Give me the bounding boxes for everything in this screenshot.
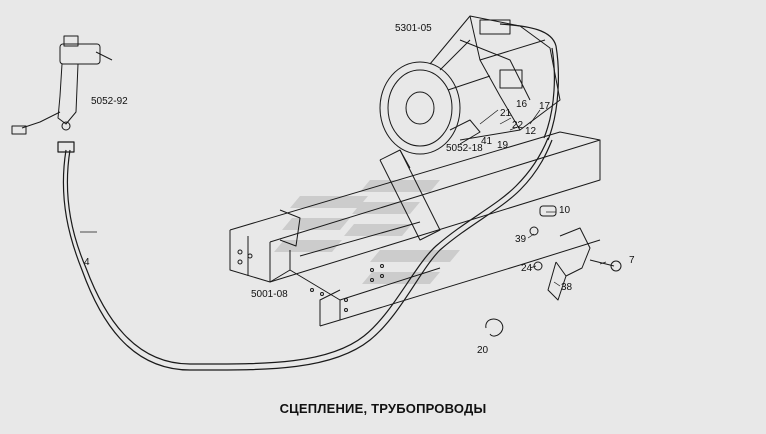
part-number-22: 22 xyxy=(512,120,524,131)
master-cylinder xyxy=(11,35,113,135)
part-number-7: 7 xyxy=(629,255,635,266)
part-number-38: 38 xyxy=(561,282,573,293)
part-number-10: 10 xyxy=(559,205,571,216)
part-number-20: 20 xyxy=(477,345,489,356)
part-number-4: 4 xyxy=(84,257,90,268)
slave-cylinder-code: 5052-18 xyxy=(446,143,483,154)
part-number-24: 24 xyxy=(521,263,533,274)
pedal-bracket xyxy=(529,205,622,301)
part-number-21: 21 xyxy=(500,108,512,119)
vehicle-frame xyxy=(229,131,601,327)
gearbox xyxy=(379,15,561,155)
gearbox-code: 5301-05 xyxy=(395,23,432,34)
part-number-12: 12 xyxy=(525,126,537,137)
leader-lines xyxy=(80,109,607,287)
diagram-caption: СЦЕПЛЕНИЕ, ТРУБОПРОВОДЫ xyxy=(279,401,487,416)
part-number-16: 16 xyxy=(516,99,528,110)
part-number-19: 19 xyxy=(497,140,509,151)
clutch-hose xyxy=(57,23,559,371)
master-cylinder-code: 5052-92 xyxy=(91,96,128,107)
frame-code: 5001-08 xyxy=(251,289,288,300)
part-number-17: 17 xyxy=(539,101,551,112)
part-number-41: 41 xyxy=(481,136,493,147)
hose-clip xyxy=(485,318,504,337)
part-number-39: 39 xyxy=(515,234,527,245)
